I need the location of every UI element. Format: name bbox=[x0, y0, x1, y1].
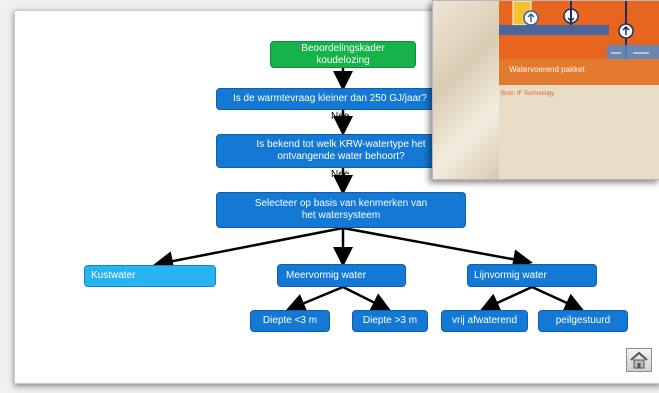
inset-source-credit: Bron: IF Technology bbox=[501, 91, 555, 97]
home-button[interactable] bbox=[626, 348, 652, 372]
node-diepte-groter-3m: Diepte >3 m bbox=[352, 310, 428, 332]
inset-caption: Watervoerend pakket bbox=[509, 65, 585, 74]
node-lijnvormig-water: Lijnvormig water bbox=[467, 264, 597, 287]
node-peilgestuurd: peilgestuurd bbox=[538, 310, 628, 332]
answer-label-1: Nee bbox=[331, 111, 350, 122]
node-question-krw: Is bekend tot welk KRW-watertype het ont… bbox=[216, 134, 466, 168]
node-question-warmtevraag: Is de warmtevraag kleiner dan 250 GJ/jaa… bbox=[216, 88, 466, 110]
inset-caption-bar bbox=[499, 59, 659, 85]
node-diepte-kleiner-3m: Diepte <3 m bbox=[250, 310, 330, 332]
node-root: Beoordelingskader koudelozing bbox=[270, 41, 416, 68]
inset-image-panel: Watervoerend pakket Bron: IF Technology bbox=[432, 0, 659, 180]
inset-background-texture bbox=[433, 1, 499, 179]
answer-label-2: Nee bbox=[331, 169, 350, 180]
node-meervormig-water: Meervormig water bbox=[277, 264, 406, 287]
node-vrij-afwaterend: vrij afwaterend bbox=[441, 310, 528, 332]
node-select-watersysteem: Selecteer op basis van kenmerken van het… bbox=[216, 192, 466, 228]
node-kustwater: Kustwater bbox=[84, 265, 216, 287]
home-icon bbox=[630, 351, 648, 369]
